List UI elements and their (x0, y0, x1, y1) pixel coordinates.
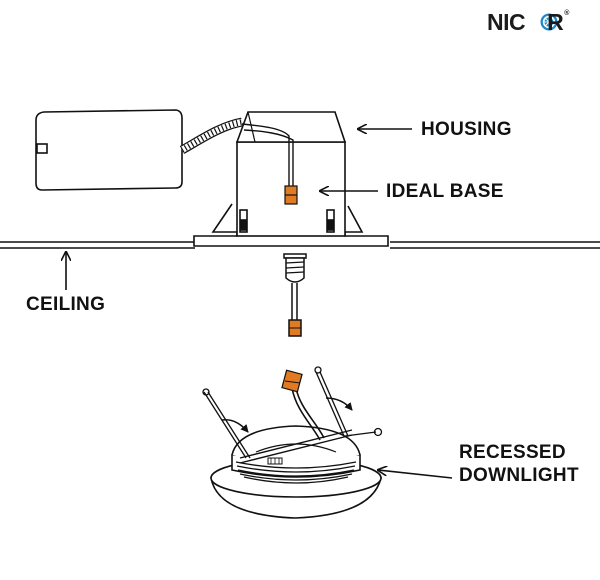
housing-wires (241, 123, 294, 186)
recessed-downlight (210, 425, 383, 519)
screw-base-adapter (283, 253, 307, 337)
logo-text-left: NIC (487, 9, 526, 35)
nicor-logo: NIC R ® (487, 9, 569, 35)
downlight-arrow (378, 470, 453, 479)
ideal-base-label: IDEAL BASE (386, 181, 504, 202)
junction-box (35, 109, 183, 191)
logo-ring-icon (540, 13, 558, 31)
flex-conduit (179, 117, 243, 154)
ceiling-label: CEILING (26, 294, 106, 315)
spring-rotation-arrows (221, 397, 353, 433)
torsion-springs (202, 366, 383, 459)
recessed-label-line2: DOWNLIGHT (459, 465, 579, 486)
logo-text-right: R (547, 9, 564, 35)
downlight-wires (291, 387, 325, 441)
ideal-base-connector (284, 185, 298, 205)
downlight-connector (281, 369, 303, 393)
logo-o-spacer (526, 12, 546, 32)
registered-mark: ® (564, 10, 569, 17)
ceiling (0, 241, 600, 249)
callout-arrows (66, 129, 453, 479)
housing-label: HOUSING (421, 119, 512, 140)
recessed-label-line1: RECESSED (459, 442, 566, 463)
